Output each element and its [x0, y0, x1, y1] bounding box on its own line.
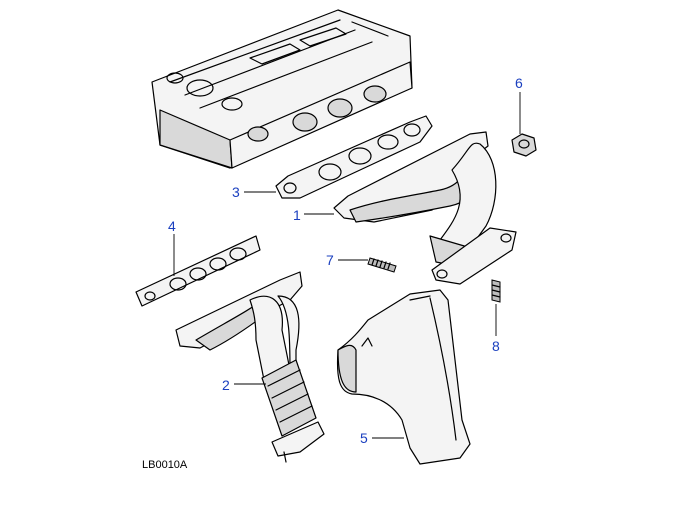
manifold-stud-long: [491, 279, 501, 303]
callout-3: 3: [232, 184, 240, 200]
callout-4: 4: [168, 218, 176, 234]
exhaust-manifold-lower: [175, 271, 325, 463]
manifold-nut: [511, 133, 537, 157]
leader-lines: [173, 92, 521, 439]
callout-8: 8: [492, 338, 500, 354]
cylinder-head: [151, 9, 413, 169]
callout-5: 5: [360, 430, 368, 446]
exhaust-manifold-gasket-upper: [275, 115, 433, 199]
manifold-stud-short: [367, 257, 397, 273]
callout-7: 7: [326, 252, 334, 268]
callout-1: 1: [293, 207, 301, 223]
callout-2: 2: [222, 377, 230, 393]
diagram-reference-code: LB0010A: [142, 459, 188, 471]
exhaust-manifold-upper: [333, 131, 517, 285]
heat-shield: [336, 289, 471, 465]
callout-6: 6: [515, 75, 523, 91]
exhaust-manifold-gasket-lower: [135, 235, 261, 307]
